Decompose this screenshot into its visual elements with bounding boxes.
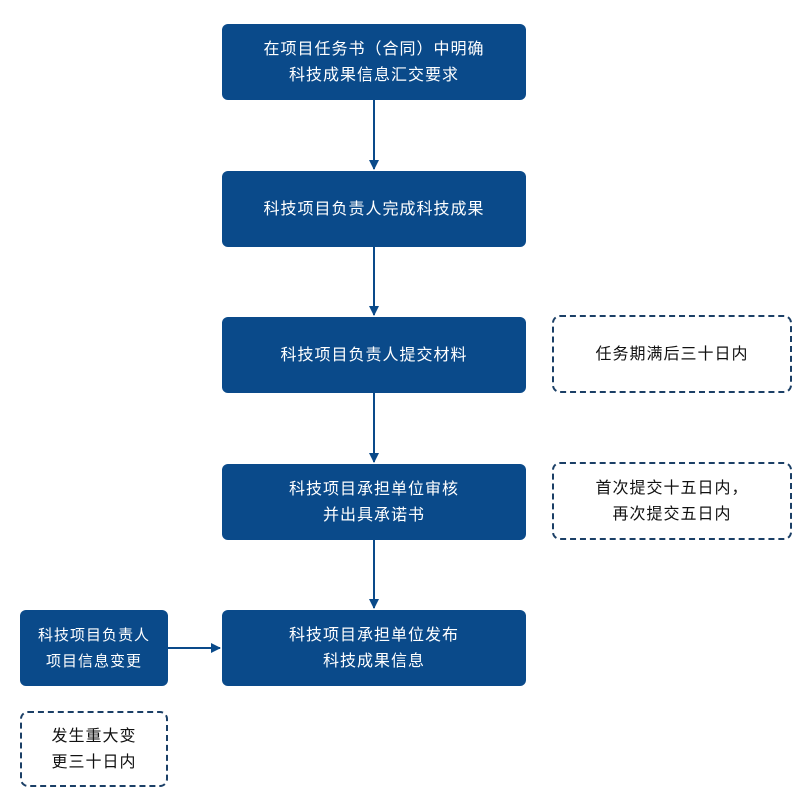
step-review-commit-line1: 科技项目承担单位审核 [288, 479, 459, 498]
step-review-commit-line2: 并出具承诺书 [322, 505, 425, 524]
step-submit-materials-line1: 科技项目负责人提交材料 [280, 345, 468, 364]
side-info-change-line2: 项目信息变更 [45, 652, 142, 670]
step-review-commit: 科技项目承担单位审核 并出具承诺书 [222, 464, 526, 540]
note-change-deadline-line2: 更三十日内 [51, 752, 137, 771]
step-define-requirements-line2: 科技成果信息汇交要求 [288, 65, 459, 84]
side-info-change-line1: 科技项目负责人 [37, 626, 150, 644]
step-submit-materials: 科技项目负责人提交材料 [222, 317, 526, 393]
step-publish-info: 科技项目承担单位发布 科技成果信息 [222, 610, 526, 686]
note-change-deadline-line1: 发生重大变 [51, 726, 137, 745]
note-review-deadline: 首次提交十五日内， 再次提交五日内 [552, 462, 792, 540]
step-complete-results: 科技项目负责人完成科技成果 [222, 171, 526, 247]
step-publish-info-line1: 科技项目承担单位发布 [288, 625, 459, 644]
note-review-deadline-line1: 首次提交十五日内， [595, 478, 749, 497]
note-submit-deadline: 任务期满后三十日内 [552, 315, 792, 393]
step-define-requirements-line1: 在项目任务书（合同）中明确 [263, 39, 485, 58]
step-complete-results-line1: 科技项目负责人完成科技成果 [263, 199, 485, 218]
note-submit-deadline-line1: 任务期满后三十日内 [595, 344, 749, 363]
note-change-deadline: 发生重大变 更三十日内 [20, 711, 168, 787]
note-review-deadline-line2: 再次提交五日内 [612, 504, 732, 523]
side-info-change: 科技项目负责人 项目信息变更 [20, 610, 168, 686]
step-define-requirements: 在项目任务书（合同）中明确 科技成果信息汇交要求 [222, 24, 526, 100]
step-publish-info-line2: 科技成果信息 [322, 651, 425, 670]
